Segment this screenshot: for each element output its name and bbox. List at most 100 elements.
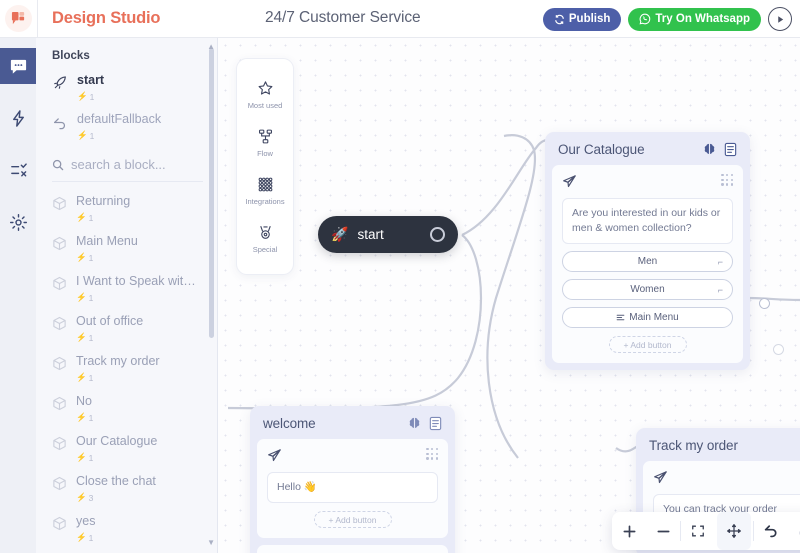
block-icon: [52, 514, 67, 543]
add-button[interactable]: + Add button: [313, 511, 392, 528]
zoom-out-button[interactable]: [646, 512, 680, 550]
app-name: Design Studio: [52, 9, 161, 27]
header-actions: Publish Try On Whatsapp: [542, 0, 792, 38]
block-list-item[interactable]: Close the chat ⚡ 3: [36, 471, 217, 511]
block-list-item[interactable]: Track my order ⚡ 1: [36, 351, 217, 391]
palette-item-label: Most used: [247, 101, 283, 110]
block-list-item[interactable]: Main Menu ⚡ 1: [36, 231, 217, 271]
lightning-small-icon: ⚡: [77, 130, 88, 140]
start-node-port[interactable]: [430, 227, 445, 242]
pinned-block-defaultfallback[interactable]: defaultFallback ⚡ 1: [46, 109, 207, 148]
card-body-secondary: [257, 545, 448, 553]
palette-item-most-used[interactable]: Most used: [237, 71, 293, 119]
whatsapp-label: Try On Whatsapp: [655, 13, 750, 25]
card-body: Hello 👋 + Add button: [257, 439, 448, 538]
drag-handle[interactable]: [721, 174, 733, 186]
document-icon[interactable]: [428, 416, 443, 431]
block-label: Our Catalogue: [76, 434, 158, 448]
rail-item-settings[interactable]: [0, 204, 36, 240]
rail-item-chat[interactable]: [0, 48, 36, 84]
option-label: Men: [637, 256, 658, 267]
block-icon: [52, 234, 67, 263]
panel-title: Blocks: [52, 50, 90, 62]
pan-button[interactable]: [717, 512, 751, 550]
brain-icon[interactable]: [407, 416, 422, 431]
option-button-men[interactable]: Men ⌐: [562, 251, 733, 272]
rocket-icon: 🚀: [331, 226, 349, 242]
lightning-small-icon: ⚡: [77, 91, 88, 101]
undo-button[interactable]: [754, 512, 788, 550]
send-icon: [267, 448, 282, 463]
block-icon: [52, 194, 67, 223]
play-circle-icon[interactable]: [768, 7, 792, 31]
lightning-small-icon: ⚡: [76, 292, 87, 302]
block-label: Track my order: [76, 354, 160, 368]
chat-icon: [9, 57, 28, 76]
block-count: ⚡ 1: [77, 91, 95, 102]
pinned-blocks: start ⚡ 1 defaultFallback ⚡: [36, 70, 217, 148]
block-count: ⚡ 1: [76, 412, 94, 423]
card-title: welcome: [263, 416, 316, 431]
flow-hierarchy-icon: [257, 128, 274, 145]
brain-icon[interactable]: [702, 142, 717, 157]
scroll-down-arrow[interactable]: ▼: [207, 538, 215, 547]
zoom-in-button[interactable]: [612, 512, 646, 550]
settings-gear-icon: [9, 213, 28, 232]
panel-scrollbar[interactable]: [209, 48, 214, 338]
card-output-port[interactable]: [759, 298, 770, 309]
drag-handle[interactable]: [426, 448, 438, 460]
search-input[interactable]: search a block...: [52, 157, 203, 182]
logo-container[interactable]: [0, 0, 38, 38]
block-list-item[interactable]: yes ⚡ 1: [36, 511, 217, 551]
redo-button[interactable]: [788, 512, 800, 550]
block-list-item[interactable]: Returning ⚡ 1: [36, 191, 217, 231]
flow-canvas[interactable]: Most used Flow Integrations Special 🚀 st…: [218, 38, 800, 553]
rocket-icon: [52, 73, 68, 102]
toolbar-divider: [680, 521, 681, 541]
tasks-icon: [9, 161, 28, 180]
rail-item-automation[interactable]: [0, 100, 36, 136]
rail-item-tasks[interactable]: [0, 152, 36, 188]
block-count: ⚡ 1: [76, 532, 94, 543]
palette-item-label: Integrations: [245, 197, 285, 206]
node-palette: Most used Flow Integrations Special: [236, 58, 294, 275]
lightning-small-icon: ⚡: [76, 412, 87, 422]
lightning-small-icon: ⚡: [76, 372, 87, 382]
card-body: Are you interested in our kids or men & …: [552, 165, 743, 363]
publish-label: Publish: [568, 13, 611, 25]
card-body-header: [653, 470, 800, 485]
scroll-up-arrow[interactable]: ▲: [207, 42, 215, 51]
option-button-women[interactable]: Women ⌐: [562, 279, 733, 300]
palette-item-flow[interactable]: Flow: [237, 119, 293, 167]
palette-item-label: Flow: [257, 149, 273, 158]
flow-card-our-catalogue[interactable]: Our Catalogue: [545, 132, 784, 370]
undo-icon: [763, 523, 779, 539]
block-list-item[interactable]: Out of office ⚡ 1: [36, 311, 217, 351]
card-header: Track my order: [643, 435, 800, 461]
block-label: I Want to Speak with Y...: [76, 274, 202, 288]
try-on-whatsapp-button[interactable]: Try On Whatsapp: [628, 7, 761, 31]
option-button-main-menu[interactable]: Main Menu: [562, 307, 733, 328]
flow-card-welcome[interactable]: welcome: [250, 406, 455, 553]
lightning-small-icon: ⚡: [76, 212, 87, 222]
publish-button[interactable]: Publish: [542, 7, 622, 31]
add-button[interactable]: + Add button: [608, 336, 687, 353]
blocks-panel: Blocks start ⚡ 1: [36, 38, 218, 553]
block-list-item[interactable]: No ⚡ 1: [36, 391, 217, 431]
card-header: Our Catalogue: [552, 139, 743, 165]
block-count: ⚡ 1: [76, 212, 94, 223]
document-icon[interactable]: [723, 142, 738, 157]
toolbar-divider: [753, 521, 754, 541]
card-output-port-secondary[interactable]: [773, 344, 784, 355]
palette-item-integrations[interactable]: Integrations: [237, 167, 293, 215]
undo-arrow-icon: [52, 112, 68, 141]
block-list-item[interactable]: Our Catalogue ⚡ 1: [36, 431, 217, 471]
fit-screen-button[interactable]: [681, 512, 715, 550]
pinned-block-label: defaultFallback: [77, 112, 162, 126]
block-label: yes: [76, 514, 96, 528]
palette-item-special[interactable]: Special: [237, 215, 293, 263]
pinned-block-start[interactable]: start ⚡ 1: [46, 70, 207, 109]
block-list-item[interactable]: I Want to Speak with Y... ⚡ 1: [36, 271, 217, 311]
start-node[interactable]: 🚀 start: [318, 216, 458, 253]
